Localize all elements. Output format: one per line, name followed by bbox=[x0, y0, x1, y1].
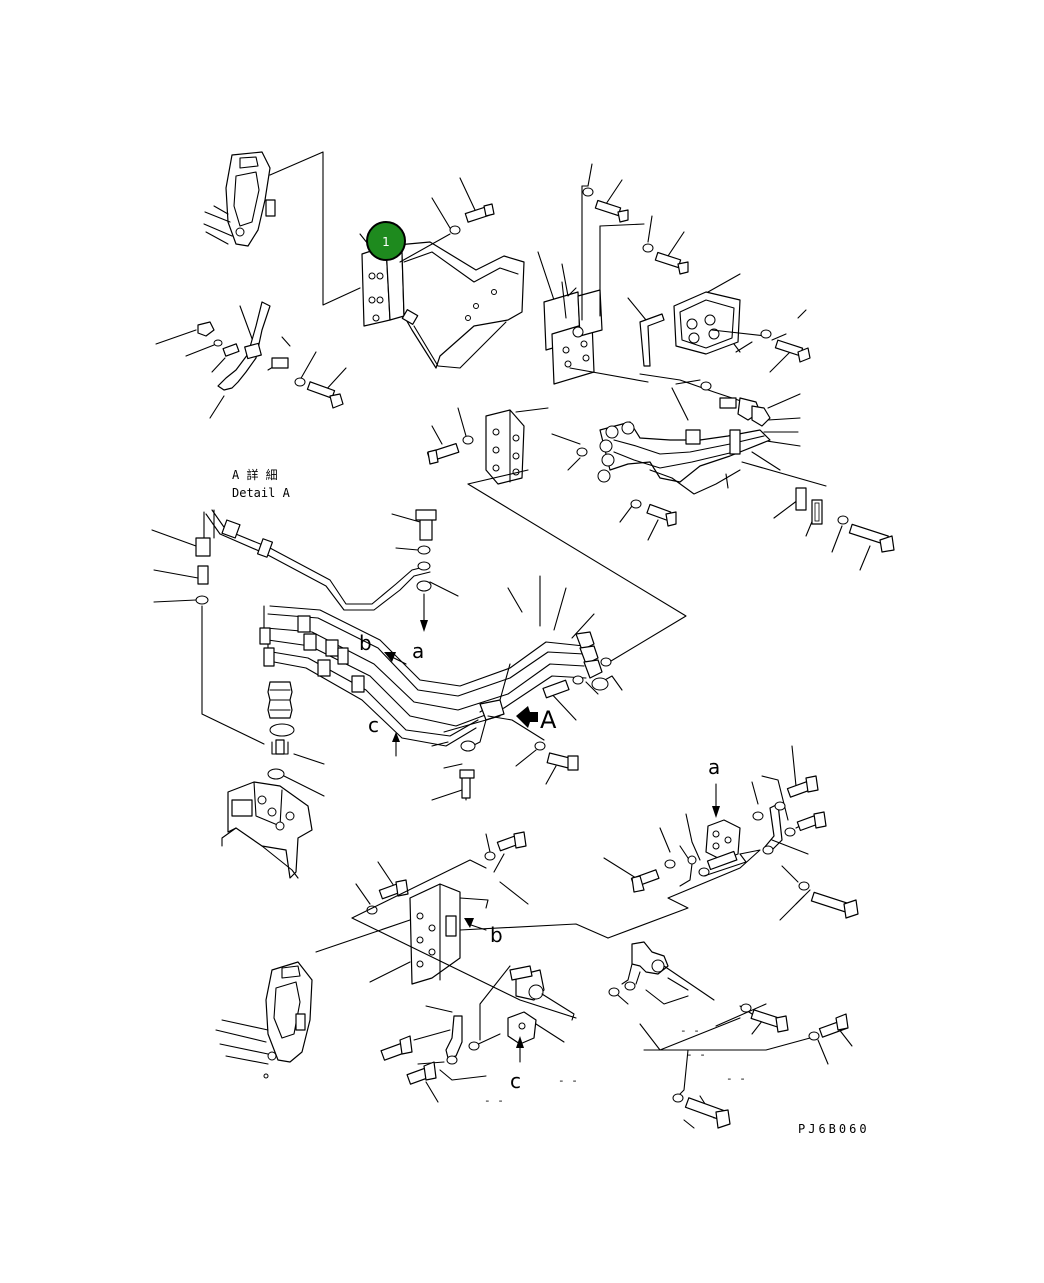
main-bracket bbox=[359, 233, 525, 369]
bolts-under-valve bbox=[619, 499, 677, 541]
bolts-bottom-right bbox=[643, 1013, 853, 1129]
detail-a-label: A 詳 細 Detail A bbox=[232, 467, 291, 500]
shim-plates bbox=[773, 487, 895, 571]
bolt-stack-upper-left bbox=[155, 301, 347, 419]
pedal-assembly-top bbox=[203, 151, 361, 306]
valve-assembly-upper-right bbox=[597, 373, 827, 495]
callout-a-top: a bbox=[412, 639, 424, 663]
right-cover-plate bbox=[673, 273, 811, 373]
marker-1: 1 bbox=[366, 221, 406, 261]
dash-marks: - - - - - - - - - - bbox=[484, 1024, 746, 1107]
callout-A: A bbox=[540, 706, 557, 734]
dash-2: - - bbox=[686, 1048, 706, 1061]
callouts-top: b a c A bbox=[359, 631, 557, 757]
pedal-assembly-bottom bbox=[215, 961, 313, 1079]
bolts-top-center bbox=[431, 177, 495, 235]
callout-c-bottom: c bbox=[510, 1069, 521, 1093]
detail-a-en: Detail A bbox=[232, 486, 291, 500]
callout-a-bottom: a bbox=[708, 755, 720, 779]
detail-a-jp: A 詳 細 bbox=[232, 467, 278, 482]
dash-5: - - bbox=[484, 1094, 504, 1107]
manifold-block bbox=[426, 407, 687, 665]
callout-b-bottom: b bbox=[490, 923, 503, 947]
bottom-tall-bracket: b bbox=[315, 831, 609, 1019]
dash-3: - - bbox=[726, 1072, 746, 1085]
bent-rod bbox=[627, 297, 665, 367]
bottom-right-block: a bbox=[603, 745, 859, 939]
switch-group bbox=[608, 941, 789, 1051]
spring-and-base bbox=[221, 681, 325, 879]
drawing-code: PJ6B060 bbox=[798, 1122, 870, 1136]
dash-1: - - bbox=[680, 1024, 700, 1037]
callout-c-top: c bbox=[368, 713, 379, 737]
bottom-valve: c bbox=[380, 965, 575, 1103]
pipe-harness-middle bbox=[151, 509, 623, 801]
dash-4: - - bbox=[558, 1074, 578, 1087]
callout-b-top: b bbox=[359, 631, 372, 655]
marker-label: 1 bbox=[382, 235, 390, 249]
bolts-upper-right bbox=[582, 163, 689, 275]
plate-stack bbox=[537, 185, 649, 385]
